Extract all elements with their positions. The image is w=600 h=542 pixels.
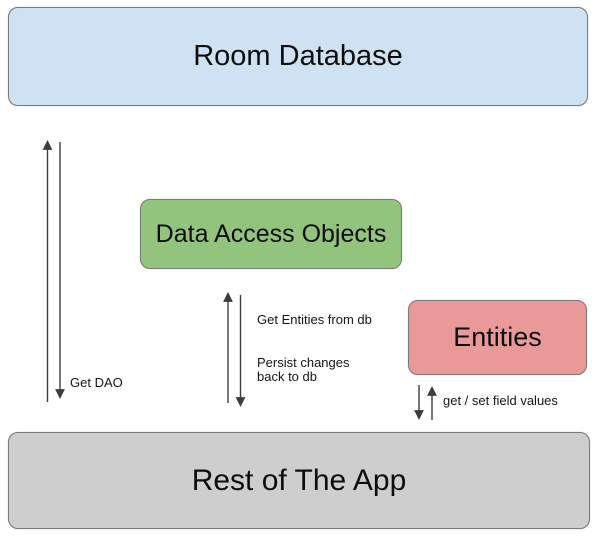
room-database-node: Room Database	[8, 7, 588, 106]
get-set-field-values-edge-label: get / set field values	[443, 393, 558, 408]
rest-of-app-node: Rest of The App	[8, 432, 590, 529]
data-access-objects-node: Data Access Objects	[140, 199, 402, 269]
get-entities-edge-label: Get Entities from db	[257, 312, 372, 327]
get-dao-edge-label: Get DAO	[70, 375, 123, 390]
entities-node: Entities	[408, 300, 587, 375]
room-database-label: Room Database	[193, 40, 403, 72]
entities-label: Entities	[453, 322, 542, 352]
rest-of-app-label: Rest of The App	[191, 463, 407, 497]
data-access-objects-label: Data Access Objects	[155, 219, 387, 248]
persist-changes-edge-label: Persist changes back to db	[257, 355, 350, 384]
